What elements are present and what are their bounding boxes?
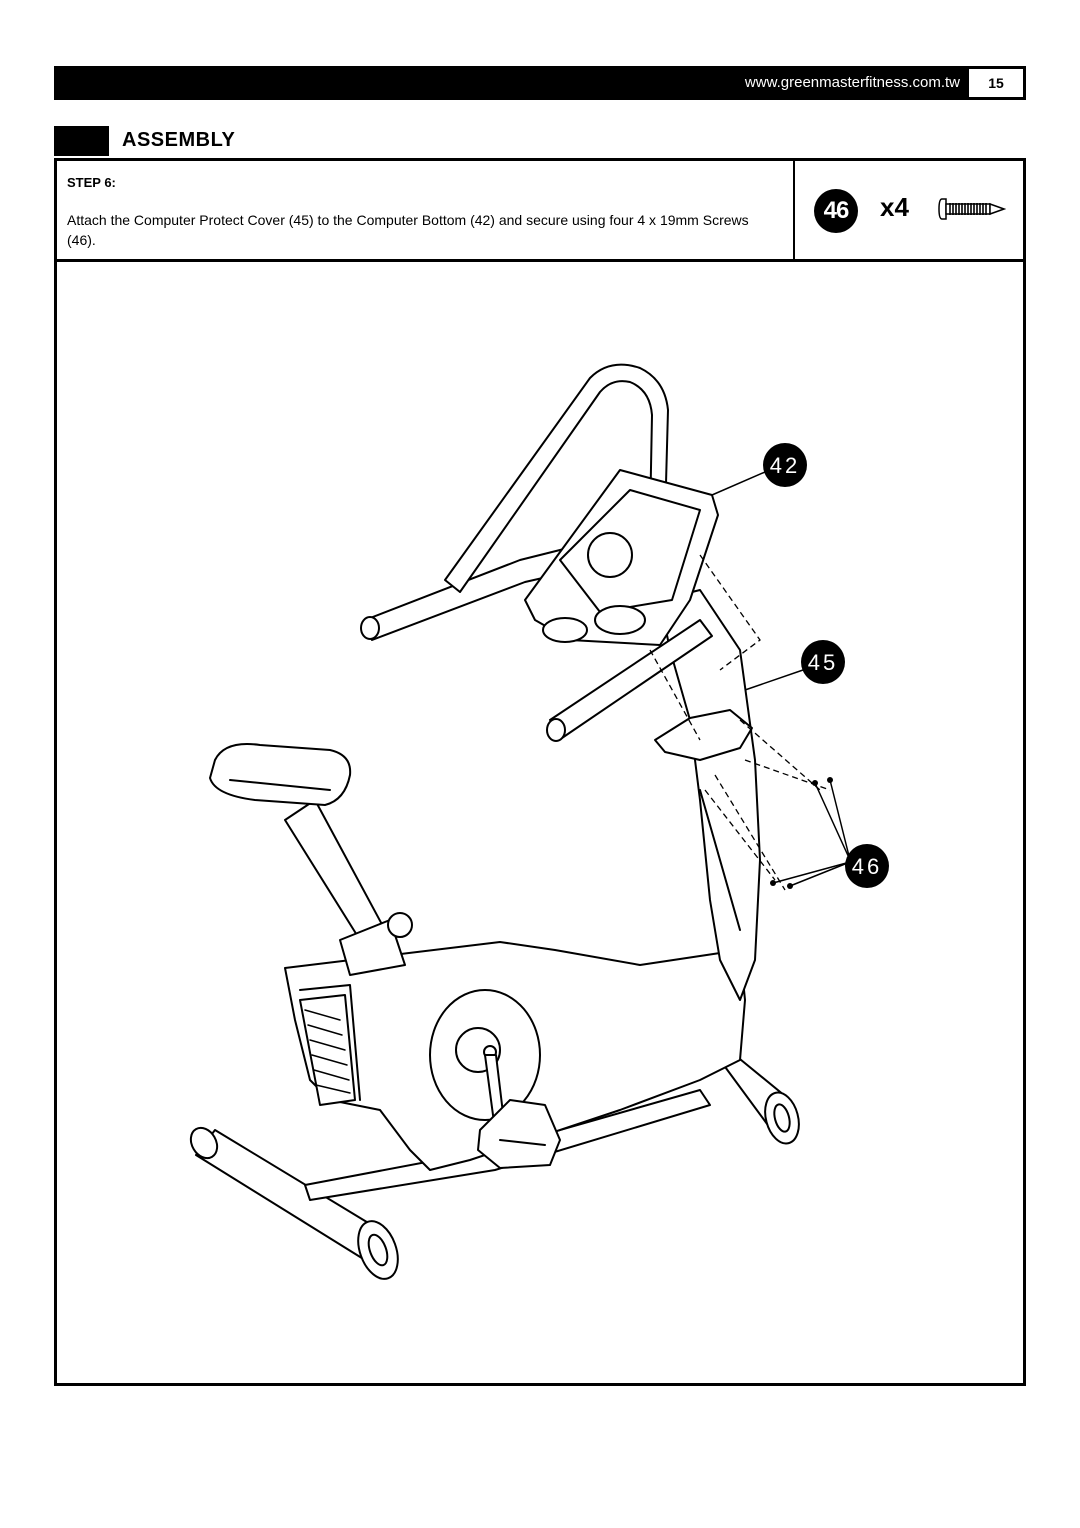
step-divider-horizontal xyxy=(54,259,1026,262)
section-marker xyxy=(54,126,109,156)
rear-stabilizer xyxy=(719,1054,800,1145)
part-quantity: x4 xyxy=(880,192,909,222)
section-title: ASSEMBLY xyxy=(122,129,236,151)
seat-post xyxy=(284,799,386,949)
step-frame xyxy=(54,158,1026,1386)
step-label: STEP 6: xyxy=(67,175,116,190)
step-instructions: Attach the Computer Protect Cover (45) t… xyxy=(67,212,749,248)
computer-protect-cover xyxy=(654,709,753,761)
callout-45: 45 xyxy=(801,640,845,684)
seat xyxy=(209,743,352,806)
exercise-bike-diagram: 42 45 46 xyxy=(189,363,889,1280)
callout-46: 46 xyxy=(845,844,889,888)
front-stabilizer xyxy=(189,1126,399,1280)
page-number: 15 xyxy=(968,68,1024,98)
callout-42: 42 xyxy=(763,443,807,487)
part-number-badge: 46 xyxy=(814,189,858,233)
website-url: www.greenmasterfitness.com.tw xyxy=(744,74,960,91)
header-bar: www.greenmasterfitness.com.tw 15 xyxy=(54,66,1026,100)
callout-45-label: 45 xyxy=(808,650,838,675)
callout-42-label: 42 xyxy=(770,453,800,478)
step-divider-vertical xyxy=(793,158,795,261)
screw-icon xyxy=(938,198,1006,220)
pedal xyxy=(477,1099,561,1169)
callout-46-label: 46 xyxy=(852,854,882,879)
